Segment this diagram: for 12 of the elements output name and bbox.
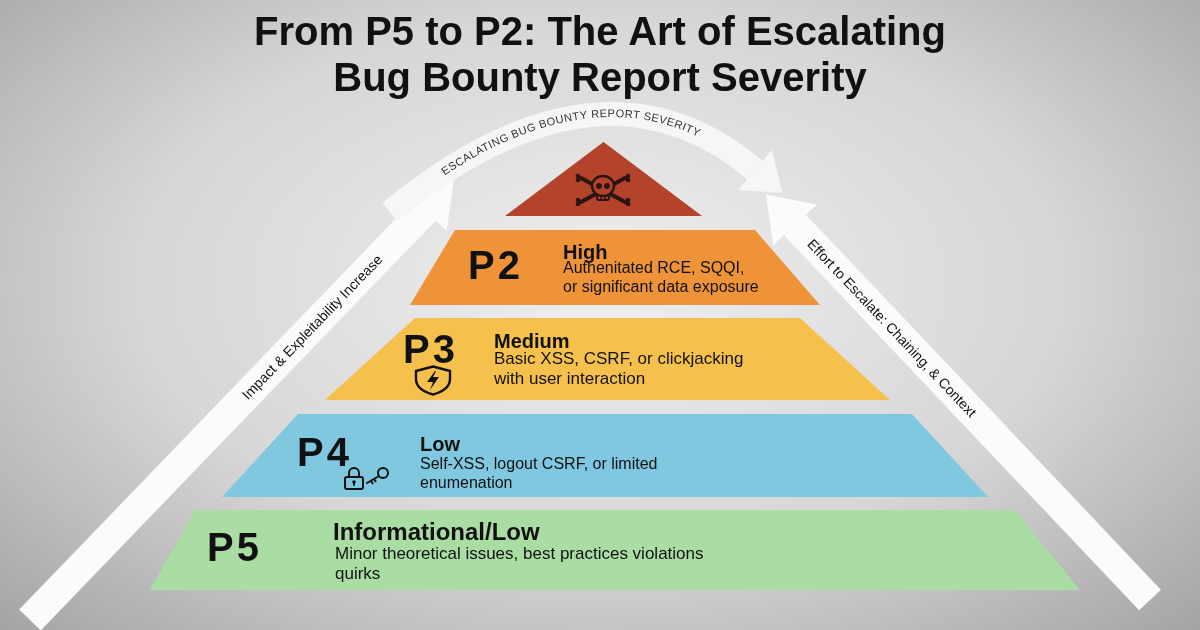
title: From P5 to P2: The Art of Escalating Bug Bounty Report Severity [253, 8, 947, 100]
severity-heading: Informational/Low [333, 518, 540, 546]
priority-label: P4 [297, 432, 352, 472]
severity-description: Basic XSS, CSRF, or clickjacking with user interaction [494, 349, 745, 390]
priority-label: P5 [207, 527, 262, 567]
severity-heading: Medium [494, 330, 570, 352]
severity-description: Self-XSS, logout CSRF, or limited enumenation [420, 454, 659, 493]
severity-heading: High [563, 241, 608, 263]
severity-description: Minor theoretical issues, best practices violations quirks [335, 544, 705, 585]
priority-label: P3 [403, 329, 458, 369]
priority-label: P2 [468, 245, 523, 285]
severity-heading: Low [420, 433, 460, 456]
